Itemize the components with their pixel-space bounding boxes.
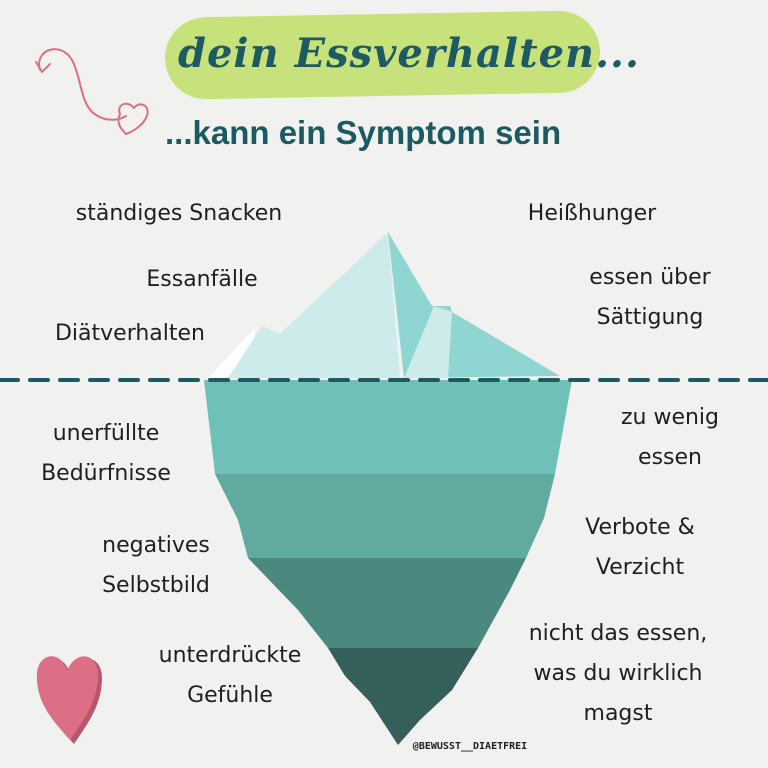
heart-icon [36, 656, 102, 744]
page-title: dein Essverhalten... [178, 30, 640, 77]
label-below-left-3: unterdrückte Gefühle [158, 643, 302, 708]
squiggle-heart-arrow-icon [35, 48, 149, 135]
label-below-right-3: nicht das essen, was du wirklich magst [528, 621, 708, 726]
iceberg-tip [208, 232, 560, 378]
label-above-right-1: Heißhunger [527, 201, 657, 226]
credit-handle: @BEWUSST__DIAETFREI [412, 741, 528, 752]
label-above-right-2: essen über Sättigung [589, 265, 711, 330]
label-below-right-2: Verbote & Verzicht [585, 515, 695, 580]
label-above-left-3: Diätverhalten [54, 321, 205, 346]
label-below-left-1: unerfüllte Bedürfnisse [41, 421, 171, 486]
label-below-left-2: negatives Selbstbild [102, 533, 210, 598]
label-above-left-2: Essanfälle [146, 267, 258, 292]
label-above-left-1: ständiges Snacken [75, 201, 283, 226]
iceberg-underwater [204, 380, 572, 745]
page-subtitle: ...kann ein Symptom sein [165, 114, 562, 151]
label-below-right-1: zu wenig essen [620, 405, 720, 470]
